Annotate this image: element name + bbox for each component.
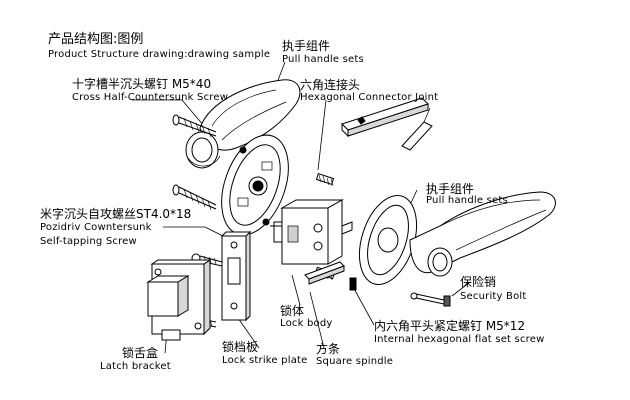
title-en: Product Structure drawing:drawing sample <box>48 49 271 60</box>
title-cn: 产品结构图:图例 <box>48 32 144 47</box>
lock-strike-label-cn: 锁档板 <box>222 340 259 354</box>
lock-strike-label-en: Lock strike plate <box>222 355 308 366</box>
security-bolt-label-cn: 保险销 <box>460 275 497 289</box>
square-spindle <box>304 261 345 285</box>
set-screw <box>349 277 357 291</box>
pull-handle-left <box>185 79 301 169</box>
pull-handle-right-label-cn: 执手组件 <box>426 182 475 196</box>
hex-joint-label-cn: 六角连接头 <box>300 78 361 92</box>
leader-lines <box>132 61 471 354</box>
lock-body-label-en: Lock body <box>280 318 333 329</box>
hex-connector-joint <box>341 97 433 151</box>
rose-plate-right <box>358 195 418 285</box>
latch-bracket <box>146 259 212 341</box>
pozidriv-screw-label-en1: Pozidriv Cowntersunk <box>40 222 152 233</box>
set-screw-label-cn: 内六角平头紧定螺钉 M5*12 <box>374 319 526 333</box>
latch-bracket-label-en: Latch bracket <box>100 361 171 372</box>
rose-plate-left <box>221 134 289 236</box>
cross-screw-label-en: Cross Half-Countersunk Screw <box>72 92 229 103</box>
hex-joint-label-en: Hexagonal Connector Joint <box>300 92 439 103</box>
pozidriv-screw-label-en2: Self-tapping Screw <box>40 236 137 247</box>
cross-screw-upper <box>172 114 217 138</box>
cross-screw-lower <box>172 184 217 211</box>
pull-handle-top-label-cn: 执手组件 <box>282 39 331 53</box>
lock-strike-plate <box>220 230 252 322</box>
square-spindle-label-cn: 方条 <box>316 342 341 356</box>
pull-handle-right <box>409 191 556 277</box>
latch-bracket-label-cn: 锁舌盒 <box>122 346 159 360</box>
lock-body-label-cn: 锁体 <box>280 304 305 318</box>
lock-body <box>270 199 353 265</box>
security-bolt <box>410 292 451 307</box>
square-spindle-label-en: Square spindle <box>316 356 394 367</box>
cross-screw-label-cn: 十字槽半沉头螺钉 M5*40 <box>72 77 212 91</box>
pozidriv-screw-label-cn: 米字沉头自攻螺丝ST4.0*18 <box>40 207 192 221</box>
pull-handle-right-label-en: Pull handle sets <box>426 195 508 206</box>
security-bolt-label-en: Security Bolt <box>460 291 527 302</box>
set-screw-label-en: Internal hexagonal flat set screw <box>374 334 545 345</box>
pull-handle-top-label-en: Pull handle sets <box>282 54 364 65</box>
